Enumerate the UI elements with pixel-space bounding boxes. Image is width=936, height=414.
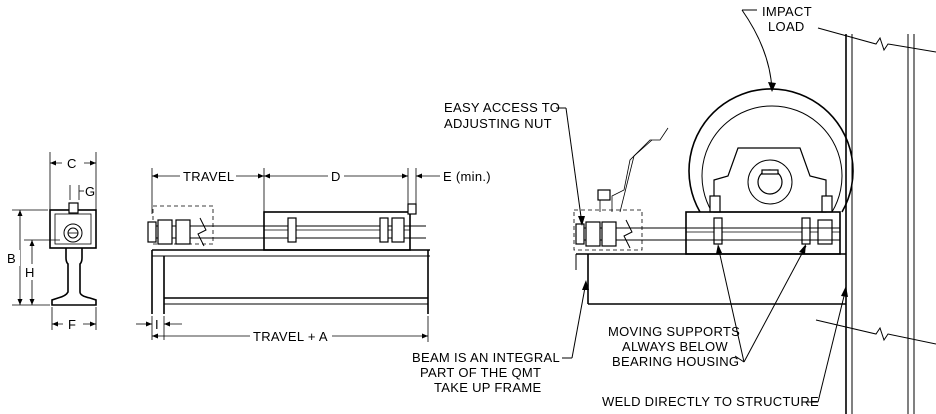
dim-d-label: D bbox=[331, 169, 341, 184]
installed-view: IMPACT LOAD EASY ACCESS TO ADJUSTING bbox=[412, 4, 936, 414]
cross-section-view: C G B H F bbox=[6, 152, 97, 332]
moving-supports-line3: BEARING HOUSING bbox=[612, 354, 739, 369]
dim-f-label: F bbox=[68, 317, 76, 332]
moving-supports-line2: ALWAYS BELOW bbox=[622, 339, 728, 354]
dim-e-min-label: E (min.) bbox=[443, 169, 491, 184]
impact-label-line1: IMPACT bbox=[762, 4, 812, 19]
beam-line1: BEAM IS AN INTEGRAL bbox=[412, 350, 560, 365]
easy-access-line2: ADJUSTING NUT bbox=[444, 116, 552, 131]
dim-i-label: I bbox=[155, 317, 159, 332]
moving-supports-line1: MOVING SUPPORTS bbox=[608, 324, 740, 339]
dim-g-label: G bbox=[85, 184, 95, 199]
dim-travel-plus-a-label: TRAVEL + A bbox=[253, 329, 328, 344]
dim-b-label: B bbox=[7, 251, 16, 266]
beam-line2: PART OF THE QMT bbox=[420, 365, 541, 380]
easy-access-line1: EASY ACCESS TO bbox=[444, 100, 560, 115]
weld-label: WELD DIRECTLY TO STRUCTURE bbox=[602, 394, 819, 409]
beam-line3: TAKE UP FRAME bbox=[434, 380, 541, 395]
side-view: TRAVEL D E (min.) bbox=[136, 168, 491, 344]
dim-c-label: C bbox=[67, 156, 77, 171]
dim-h-label: H bbox=[25, 265, 35, 280]
dim-travel-label: TRAVEL bbox=[183, 169, 234, 184]
impact-label-line2: LOAD bbox=[768, 19, 805, 34]
